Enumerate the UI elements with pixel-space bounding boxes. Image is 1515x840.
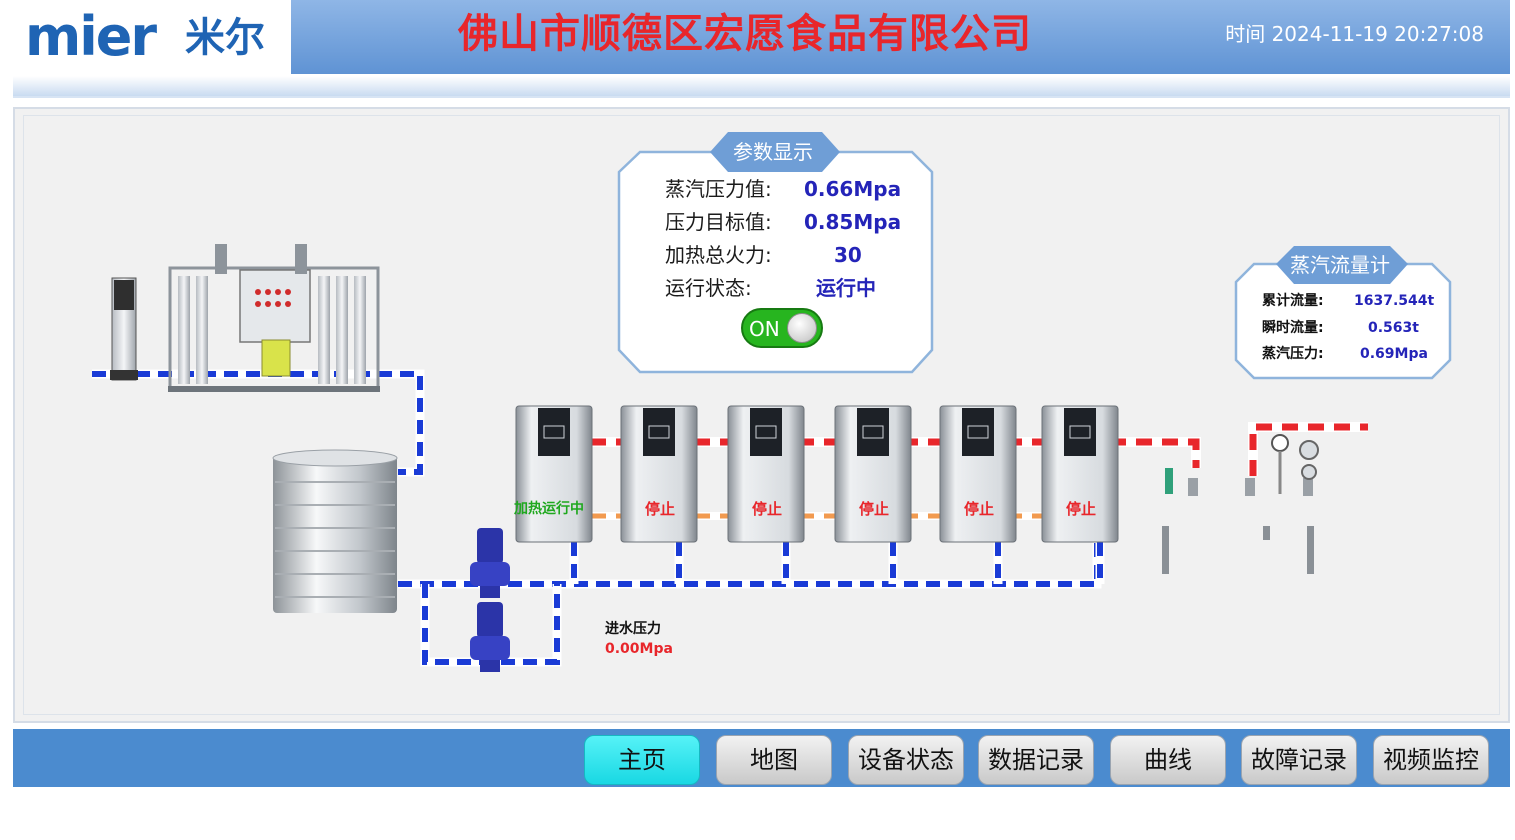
steam-pressure-label: 蒸汽压力值: [665,177,772,201]
pump-upper [470,528,510,598]
nav-button-6[interactable]: 故障记录 [1241,735,1357,785]
main-panel-inner [23,115,1500,715]
nav-button-3[interactable]: 设备状态 [848,735,964,785]
boiler-water-risers [569,542,1105,584]
heating-power-label: 加热总火力: [665,243,772,267]
nav-button-1[interactable]: 主页 [584,735,700,785]
toggle-label: ON [749,317,780,341]
logo-cn: 米尔 [185,15,265,61]
pump-lower [470,602,510,672]
heating-power-value: 30 [834,243,862,267]
logo-text: mier [25,5,157,68]
boiler-3 [727,405,805,543]
boiler-group [515,405,1119,543]
boiler-status-2: 停止 [645,500,676,518]
nav-button-5[interactable]: 曲线 [1110,735,1226,785]
boiler-4 [834,405,912,543]
param-panel-title: 参数显示 [733,140,813,164]
param-panel-frame [617,132,934,374]
nav-button-4[interactable]: 数据记录 [978,735,1094,785]
steam-distributor [1148,434,1328,574]
header-subbar [13,76,1510,98]
steam-pressure-value: 0.66Mpa [804,177,902,201]
logo: mier 米尔 [13,0,291,74]
power-toggle[interactable]: ON [741,308,823,348]
instant-flow-value: 0.563t [1368,320,1419,336]
boiler-2 [620,405,698,543]
instant-flow-label: 瞬时流量: [1262,320,1324,336]
boiler-status-6: 停止 [1066,500,1097,518]
run-status-value: 运行中 [816,276,876,300]
boiler-5 [939,405,1017,543]
inlet-pressure-value: 0.00Mpa [605,641,673,657]
flow-steam-pressure-value: 0.69Mpa [1360,346,1428,362]
boiler-6 [1041,405,1119,543]
flowmeter-title: 蒸汽流量计 [1290,253,1390,277]
header-bar: mier 米尔 佛山市顺德区宏愿食品有限公司 时间 2024-11-19 20:… [13,0,1510,74]
total-flow-value: 1637.544t [1354,293,1435,309]
target-pressure-value: 0.85Mpa [804,210,902,234]
boiler-status-4: 停止 [859,500,890,518]
flowmeter-panel-frame [1234,246,1452,380]
nav-button-7[interactable]: 视频监控 [1373,735,1489,785]
boiler-status-3: 停止 [752,500,783,518]
time-readout: 时间 2024-11-19 20:27:08 [1225,22,1484,46]
ro-water-treatment-unit [110,244,380,392]
page-title: 佛山市顺德区宏愿食品有限公司 [458,11,1032,57]
nav-button-2[interactable]: 地图 [716,735,832,785]
target-pressure-label: 压力目标值: [665,210,772,234]
boiler-status-1: 加热运行中 [514,501,584,517]
toggle-knob [787,313,817,343]
flow-steam-pressure-label: 蒸汽压力: [1262,346,1324,362]
run-status-label: 运行状态: [665,276,752,300]
total-flow-label: 累计流量: [1262,293,1324,309]
boiler-1 [515,405,593,543]
inlet-pressure-label: 进水压力 [605,621,661,637]
boiler-status-5: 停止 [964,500,995,518]
water-tank [272,449,398,613]
